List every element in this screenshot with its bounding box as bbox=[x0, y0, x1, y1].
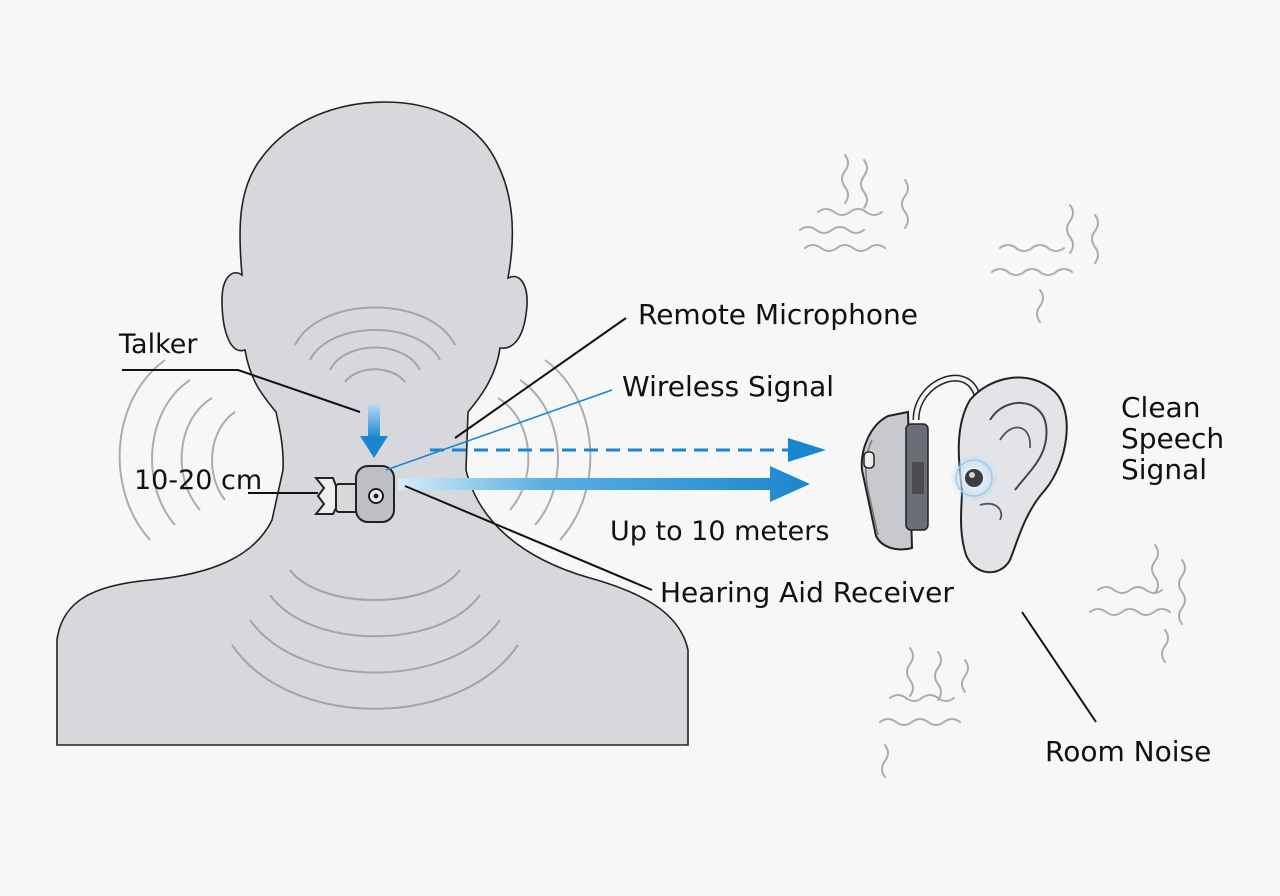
label-distance-near: 10-20 cm bbox=[134, 465, 262, 496]
label-clean-speech-line2: Speech bbox=[1121, 422, 1224, 455]
hearing-aid-device bbox=[860, 374, 982, 551]
label-talker: Talker bbox=[118, 329, 198, 360]
label-range: Up to 10 meters bbox=[610, 516, 829, 547]
label-hearing-aid-receiver: Hearing Aid Receiver bbox=[660, 576, 954, 609]
remote-microphone-device bbox=[313, 465, 395, 523]
room-noise-squiggles bbox=[799, 154, 1186, 778]
ear-illustration bbox=[950, 376, 1068, 574]
voice-down-arrow bbox=[360, 404, 388, 458]
wireless-signal-beam bbox=[398, 438, 826, 502]
label-clean-speech-line1: Clean bbox=[1121, 391, 1200, 424]
label-wireless-signal: Wireless Signal bbox=[622, 370, 834, 403]
label-remote-microphone: Remote Microphone bbox=[638, 298, 918, 331]
label-room-noise: Room Noise bbox=[1045, 735, 1211, 768]
label-clean-speech-line3: Signal bbox=[1121, 453, 1207, 486]
